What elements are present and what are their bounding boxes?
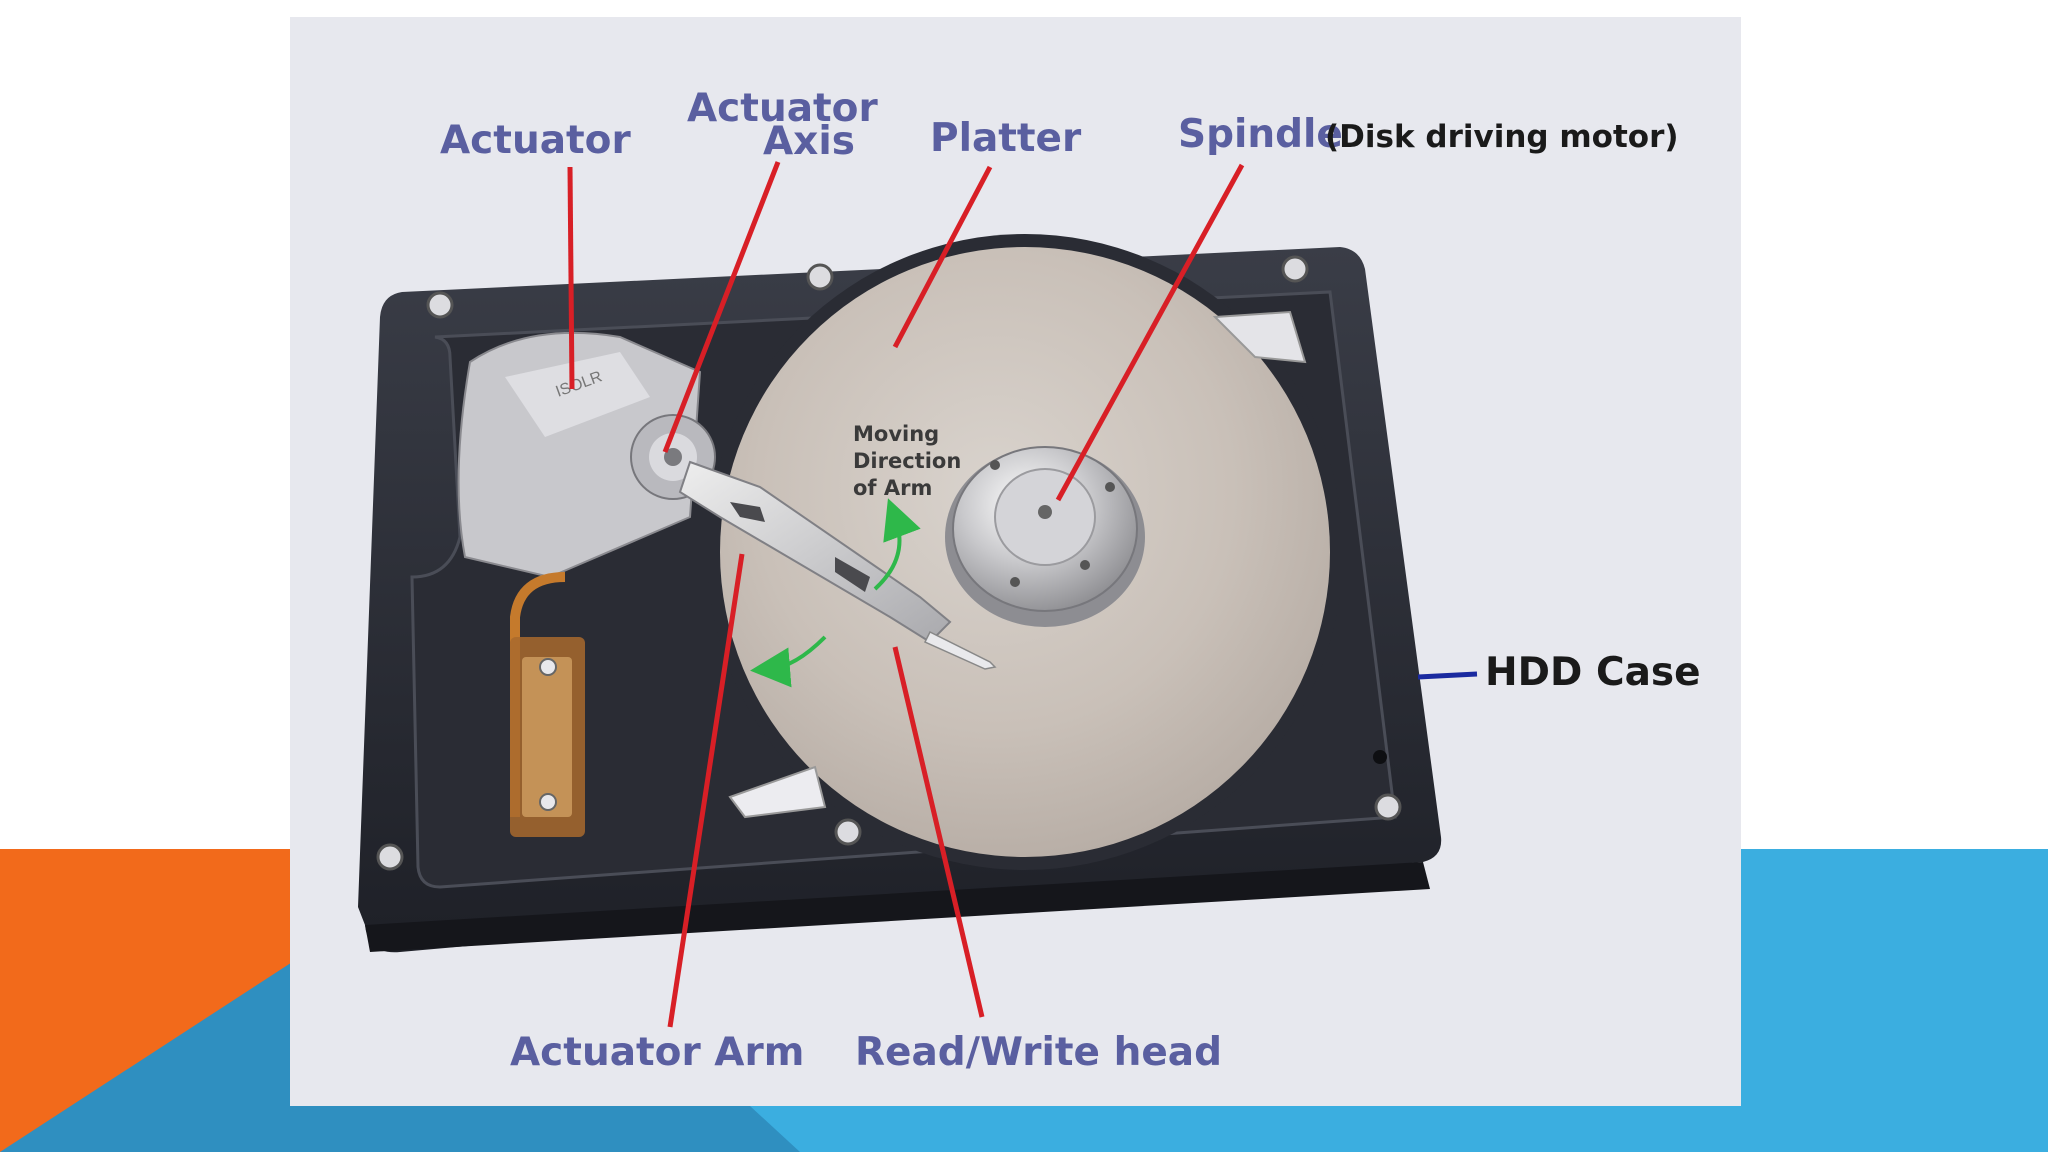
label-spindle-detail: (Disk driving motor) (1325, 119, 1679, 155)
label-actuator: Actuator (440, 118, 631, 163)
label-actuator-axis-line2: Axis (763, 119, 855, 164)
label-hdd-case: HDD Case (1485, 650, 1701, 695)
label-spindle: Spindle (1178, 112, 1343, 157)
label-platter: Platter (930, 116, 1082, 161)
hdd-diagram-panel: ISOLR Moving Direction (290, 17, 1741, 1106)
label-read-write-head: Read/Write head (855, 1030, 1222, 1075)
blue-band-bottom-dark (300, 1106, 800, 1152)
case-hole (1373, 750, 1387, 764)
hdd-case-leader (1418, 674, 1477, 677)
blue-band-right (1740, 849, 2048, 1152)
spindle-hub (945, 447, 1145, 627)
label-actuator-arm: Actuator Arm (510, 1030, 804, 1075)
direction-note-line2: Direction (853, 449, 961, 473)
hdd-diagram: ISOLR Moving Direction (290, 17, 1741, 1106)
direction-note-line1: Moving (853, 422, 939, 446)
direction-note-line3: of Arm (853, 476, 932, 500)
actuator-leader (570, 167, 572, 389)
